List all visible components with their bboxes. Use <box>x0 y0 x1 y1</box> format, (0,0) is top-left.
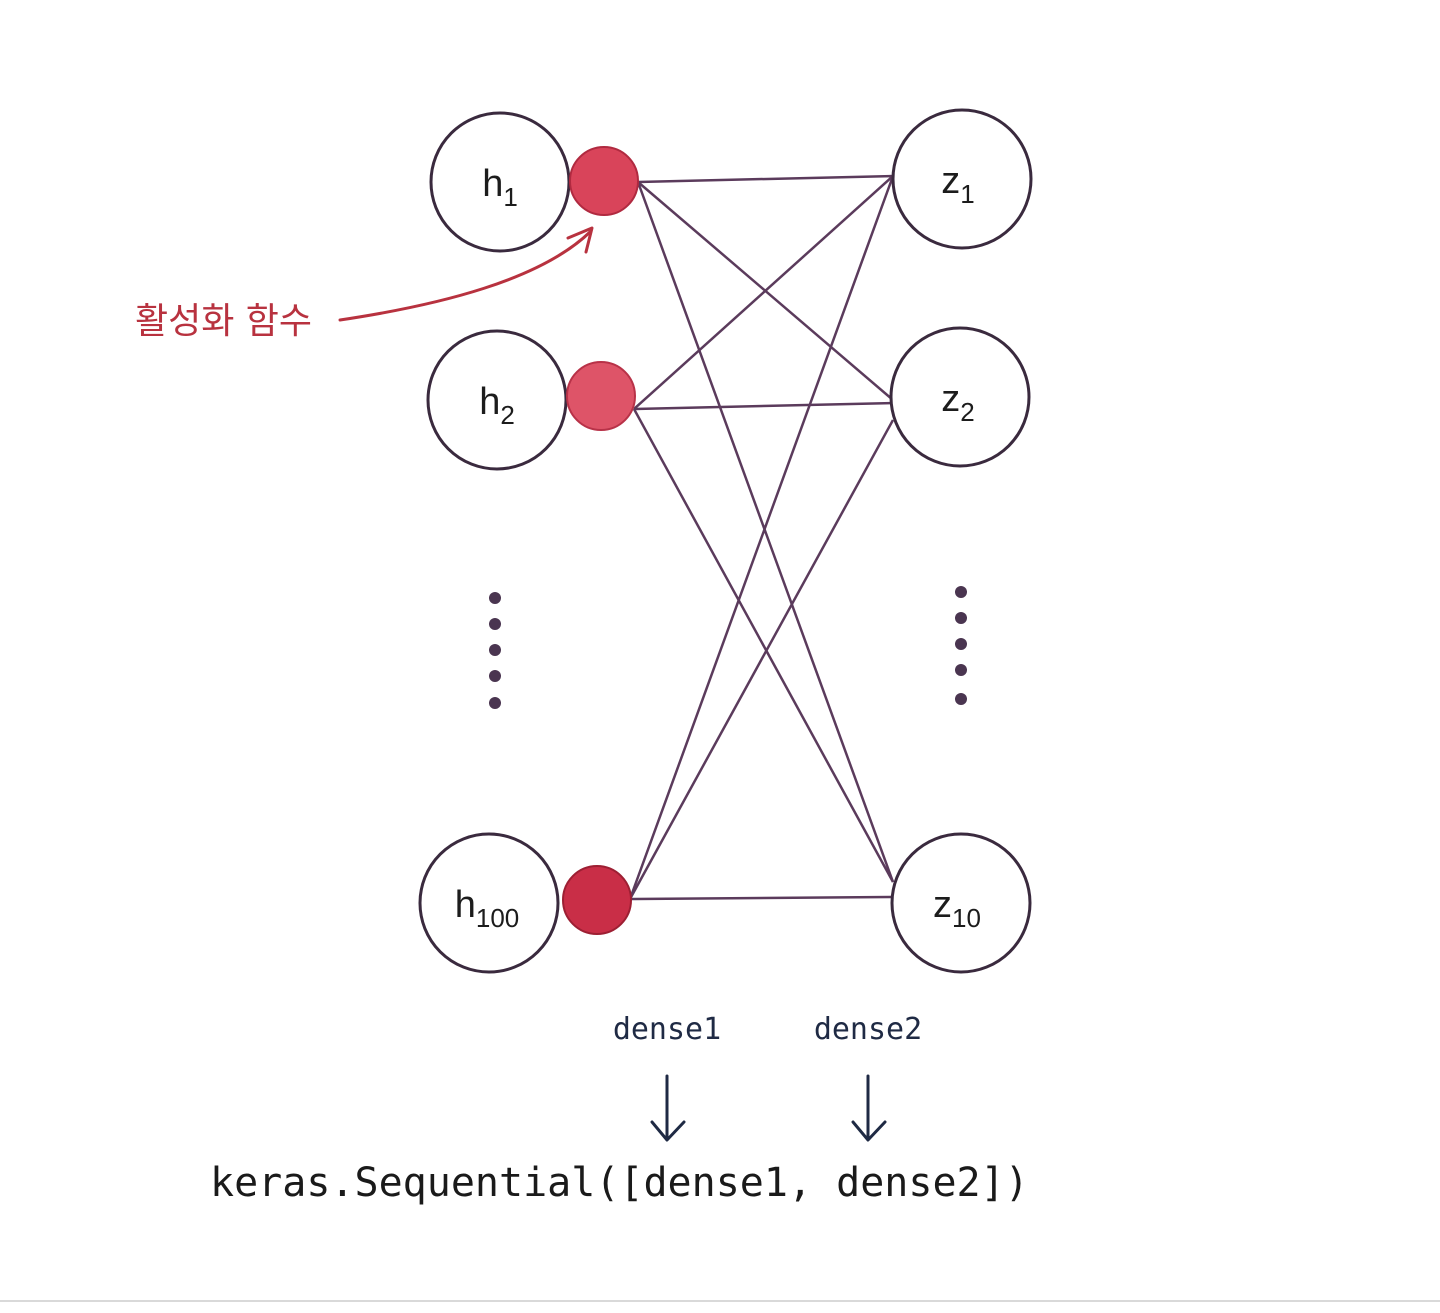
edge-h2-z2 <box>633 401 894 411</box>
svg-text:z10: z10 <box>933 884 981 933</box>
activation-dot-h100 <box>562 865 632 935</box>
edge-h1-z1 <box>637 174 894 184</box>
edge-h2-z1 <box>633 175 894 410</box>
activation-dot-h2 <box>566 361 636 431</box>
node-base: h <box>482 163 503 205</box>
node-base: h <box>455 884 476 926</box>
edge-h100-z2 <box>628 419 895 900</box>
node-subscript: 2 <box>500 400 514 430</box>
edge-h100-z10 <box>629 895 894 901</box>
svg-text:z2: z2 <box>941 378 974 427</box>
page-bottom-rule <box>0 1300 1440 1302</box>
input-node-h100: h100 <box>418 832 560 974</box>
edge-h100-z1 <box>628 175 895 900</box>
output-ellipsis <box>955 586 967 705</box>
output-node-z1: z1 <box>891 108 1033 250</box>
edge-h2-z10 <box>632 408 895 883</box>
input-node-h2: h2 <box>426 329 568 471</box>
node-subscript: 10 <box>952 903 981 933</box>
node-subscript: 1 <box>503 182 517 212</box>
svg-text:z1: z1 <box>941 160 974 209</box>
svg-text:h1: h1 <box>482 163 518 212</box>
input-ellipsis <box>489 592 501 709</box>
node-base: z <box>941 378 960 420</box>
input-node-h1: h1 <box>429 111 571 253</box>
node-base: h <box>479 381 500 423</box>
down-arrow-dense1 <box>650 1074 686 1142</box>
activation-annotation: 활성화 함수 <box>135 301 312 342</box>
node-base: z <box>933 884 952 926</box>
svg-text:h2: h2 <box>479 381 515 430</box>
node-base: z <box>941 160 960 202</box>
down-arrow-dense2 <box>851 1074 887 1142</box>
annotation-arrowhead <box>566 226 594 254</box>
node-subscript: 100 <box>476 903 519 933</box>
output-node-z2: z2 <box>889 326 1031 468</box>
connection-lines <box>628 174 895 901</box>
node-subscript: 1 <box>960 179 974 209</box>
svg-text:h100: h100 <box>455 884 520 933</box>
annotation-arrow <box>338 230 592 322</box>
node-subscript: 2 <box>960 397 974 427</box>
activation-dot-h1 <box>569 146 639 216</box>
layer-label-dense2: dense2 <box>814 1012 922 1047</box>
output-node-z10: z10 <box>890 832 1032 974</box>
edge-h1-z10 <box>636 181 895 883</box>
layer-label-dense1: dense1 <box>613 1012 721 1047</box>
code-line: keras.Sequential([dense1, dense2]) <box>210 1160 1029 1206</box>
